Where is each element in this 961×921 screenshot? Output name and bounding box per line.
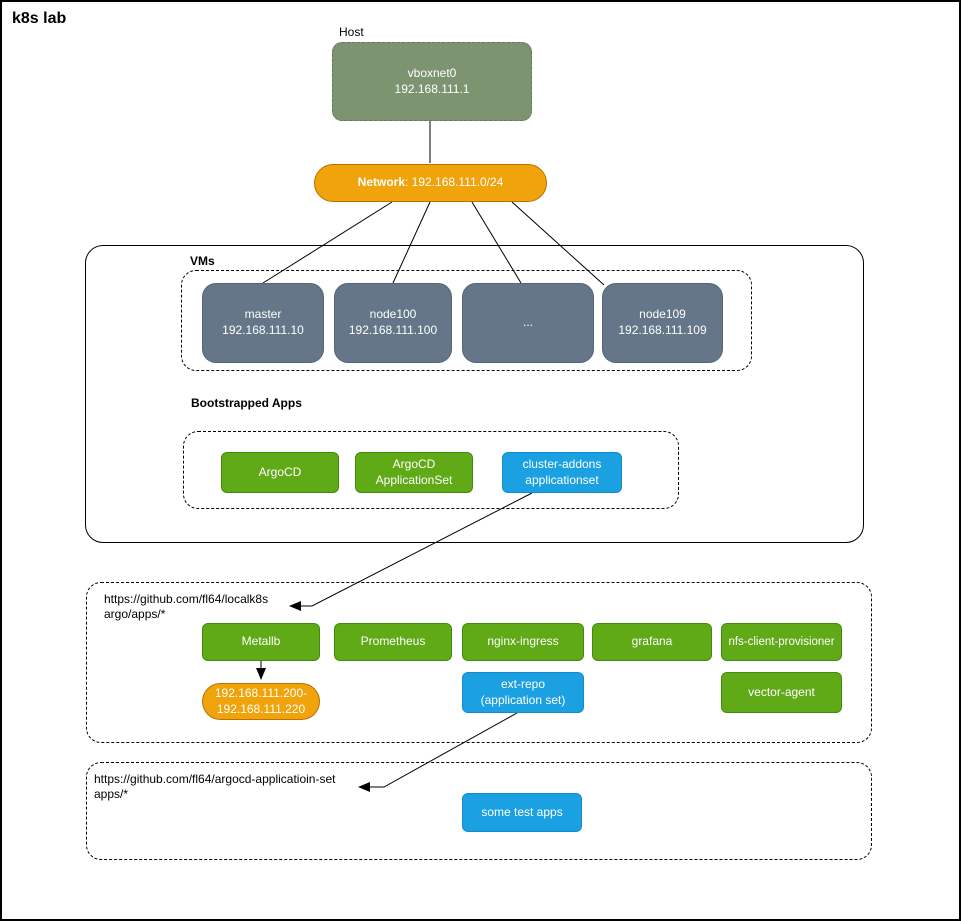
repo1-group	[86, 582, 872, 743]
ip-range-line2: 192.168.111.220	[216, 701, 306, 716]
node-master: master 192.168.111.10	[202, 283, 324, 363]
repo2-url: https://github.com/fl64/argocd-applicati…	[94, 772, 335, 802]
vboxnet0-ip: 192.168.111.1	[394, 81, 470, 96]
bootstrapped-group	[183, 431, 679, 509]
repo1-url: https://github.com/fl64/localk8s argo/ap…	[104, 592, 268, 622]
node-vector-agent: vector-agent	[721, 672, 842, 713]
node-some-test-apps: some test apps	[462, 793, 582, 832]
node-node109: node109 192.168.111.109	[602, 283, 723, 363]
node-metallb: Metallb	[202, 623, 320, 661]
vms-group	[181, 270, 752, 371]
network-label-bold: Network	[357, 175, 406, 190]
ext-repo-line2: (application set)	[480, 692, 566, 707]
repo2-url-line2: apps/*	[94, 787, 129, 801]
vector-agent-label: vector-agent	[748, 684, 815, 699]
node-argocd-applicationset: ArgoCD ApplicationSet	[355, 452, 473, 493]
nfs-label: nfs-client-provisioner	[728, 635, 835, 648]
node-cluster-addons: cluster-addons applicationset	[502, 452, 622, 493]
repo2-group	[86, 762, 872, 860]
node-vboxnet0: vboxnet0 192.168.111.1	[332, 42, 532, 121]
host-label: Host	[339, 25, 364, 39]
ext-repo-line1: ext-repo	[500, 676, 546, 691]
cluster-addons-line2: applicationset	[525, 472, 599, 487]
repo1-url-line2: argo/apps/*	[104, 607, 166, 621]
bootstrapped-label: Bootstrapped Apps	[191, 396, 302, 410]
ellipsis-text: ...	[522, 315, 533, 330]
node-nfs-client-provisioner: nfs-client-provisioner	[721, 623, 842, 661]
node109-name: node109	[639, 307, 686, 322]
network-cidr: : 192.168.111.0/24	[405, 175, 504, 190]
node-ip-range: 192.168.111.200- 192.168.111.220	[202, 683, 320, 720]
node-network: Network: 192.168.111.0/24	[314, 164, 547, 202]
metallb-label: Metallb	[241, 634, 281, 649]
node-argocd: ArgoCD	[221, 452, 339, 493]
node-prometheus: Prometheus	[334, 623, 452, 661]
ip-range-line1: 192.168.111.200-	[214, 685, 308, 700]
node-grafana: grafana	[592, 623, 712, 661]
node-ellipsis: ...	[462, 283, 594, 363]
some-test-apps-label: some test apps	[481, 804, 563, 819]
prometheus-label: Prometheus	[360, 634, 426, 649]
repo2-url-line1: https://github.com/fl64/argocd-applicati…	[94, 772, 336, 786]
master-name: master	[244, 307, 282, 322]
cluster-addons-line1: cluster-addons	[522, 456, 602, 471]
argocd-label: ArgoCD	[258, 464, 302, 479]
argocd-as-line2: ApplicationSet	[375, 472, 453, 487]
nginx-ingress-label: nginx-ingress	[487, 634, 559, 649]
diagram-title: k8s lab	[12, 10, 67, 27]
vboxnet0-name: vboxnet0	[407, 65, 457, 80]
master-ip: 192.168.111.10	[222, 323, 304, 337]
grafana-label: grafana	[631, 634, 673, 649]
repo1-url-line1: https://github.com/fl64/localk8s	[104, 592, 269, 606]
node-nginx-ingress: nginx-ingress	[462, 623, 584, 661]
node-ext-repo: ext-repo (application set)	[462, 672, 584, 713]
argocd-as-line1: ArgoCD	[392, 456, 436, 471]
node100-name: node100	[369, 307, 417, 322]
node109-ip: 192.168.111.109	[618, 323, 707, 337]
node100-ip: 192.168.111.100	[348, 323, 438, 337]
node-node100: node100 192.168.111.100	[334, 283, 452, 363]
cluster-container	[85, 245, 864, 543]
vms-label: VMs	[190, 254, 215, 268]
